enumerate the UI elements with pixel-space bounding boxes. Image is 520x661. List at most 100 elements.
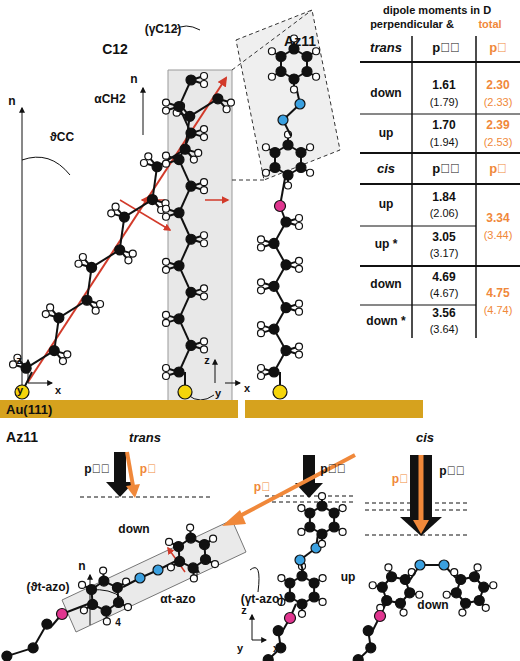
figure-label: x	[244, 382, 250, 394]
table-grid	[360, 36, 520, 338]
atom	[297, 571, 307, 581]
atom	[353, 655, 363, 661]
figure-label: y	[237, 642, 243, 654]
figure-label: n	[78, 560, 85, 573]
atom	[482, 604, 489, 611]
figure-label: perpendicular &	[370, 18, 454, 30]
atom	[145, 153, 152, 160]
atom	[175, 556, 185, 566]
atom	[329, 508, 339, 518]
angle-arc	[250, 568, 259, 592]
atom	[278, 575, 285, 582]
atom	[258, 365, 265, 372]
atom	[42, 311, 49, 318]
atom	[201, 179, 208, 186]
atom	[269, 367, 279, 377]
figure-label: z	[204, 354, 210, 366]
figure-label: p⃗	[489, 41, 507, 55]
atom	[79, 254, 86, 261]
atom	[296, 308, 303, 315]
atom	[59, 358, 66, 365]
atom	[92, 307, 99, 314]
atom	[377, 582, 387, 592]
atom	[296, 265, 303, 272]
atom	[281, 346, 291, 356]
atom	[186, 181, 196, 191]
figure-label: (1.79)	[430, 96, 459, 108]
figure-label: 3.56	[432, 307, 455, 320]
atom	[187, 524, 194, 531]
atom	[114, 598, 124, 608]
atom	[451, 588, 461, 598]
atom	[163, 213, 170, 220]
atom	[174, 155, 184, 165]
figure-label: (γC12)	[145, 23, 182, 36]
atom	[302, 67, 312, 77]
figure-label: C12	[102, 42, 128, 57]
atom	[461, 598, 471, 608]
atom	[283, 170, 293, 180]
atom	[263, 655, 273, 661]
atom	[285, 182, 292, 189]
atom	[296, 163, 306, 173]
atom	[163, 205, 170, 212]
atom	[329, 522, 339, 532]
figure-label: 1.70	[432, 119, 455, 132]
figure-label: cis	[416, 431, 434, 445]
atom	[270, 163, 280, 173]
atom	[119, 212, 129, 222]
atom	[129, 250, 136, 257]
atom	[201, 293, 208, 300]
figure-label: x	[55, 384, 61, 396]
atom	[174, 208, 184, 218]
atom	[479, 582, 489, 592]
atom	[415, 560, 425, 570]
atom	[28, 643, 38, 653]
atom	[79, 581, 86, 588]
atom	[456, 575, 466, 585]
atom	[210, 535, 217, 542]
atom	[400, 609, 407, 616]
figure-label: up	[379, 198, 394, 211]
chain-axis	[28, 78, 226, 382]
atom	[269, 281, 279, 291]
atom	[307, 169, 314, 176]
atom	[269, 238, 279, 248]
atom	[299, 610, 306, 617]
atom	[201, 81, 208, 88]
atom	[387, 572, 397, 582]
atom	[88, 599, 98, 609]
figure-label: 2.39	[486, 119, 509, 132]
atom	[147, 195, 157, 205]
atom	[319, 575, 326, 582]
atom	[75, 260, 82, 267]
atom	[86, 584, 96, 594]
atom	[474, 564, 481, 571]
atom	[291, 86, 298, 93]
atom	[190, 156, 197, 163]
figure-label: down *	[366, 315, 405, 328]
atom	[309, 578, 319, 588]
figure-label: y	[215, 387, 221, 399]
ch2-vector	[120, 200, 170, 230]
atom	[186, 75, 196, 85]
angle-arc	[22, 157, 70, 175]
atom	[10, 361, 17, 368]
atom	[186, 128, 196, 138]
atom	[115, 245, 125, 255]
atom	[163, 319, 170, 326]
figure-label: 2.30	[486, 79, 509, 92]
atom	[275, 201, 286, 212]
atom	[174, 102, 184, 112]
atom	[319, 540, 326, 547]
atom	[405, 588, 415, 598]
atom	[443, 591, 450, 598]
figure-label: (4.67)	[430, 287, 459, 299]
atom	[296, 300, 303, 307]
atom	[201, 73, 208, 80]
figure-label: p⃗⊥	[439, 465, 464, 478]
atom	[174, 367, 184, 377]
figure-label: n	[8, 95, 15, 108]
gold-substrate: Au(111)	[0, 400, 238, 418]
atom	[140, 160, 147, 167]
